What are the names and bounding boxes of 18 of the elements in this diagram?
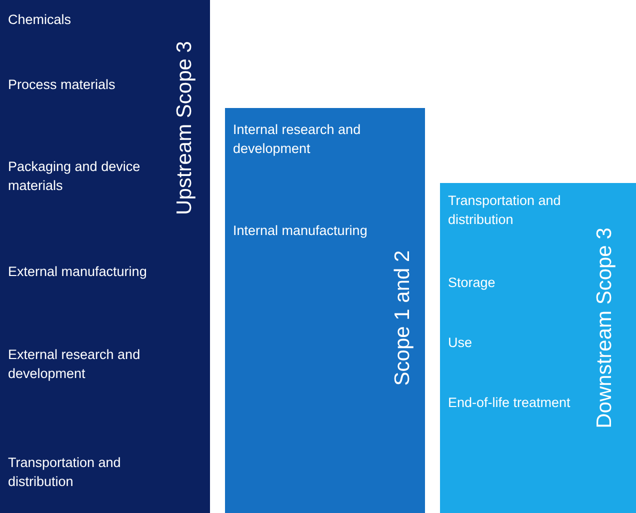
column-item: Transportation and distribution [8, 454, 122, 491]
column-title: Scope 1 and 2 [391, 250, 415, 386]
column-item: External research and development [8, 346, 142, 383]
column-item: Use [448, 334, 474, 352]
column-item: Transportation and distribution [448, 192, 562, 229]
column-item: Internal research and development [233, 121, 362, 158]
column-item: Chemicals [8, 11, 72, 29]
scope-column [440, 183, 636, 513]
column-item: Internal manufacturing [233, 222, 368, 240]
column-item: Storage [448, 274, 496, 292]
scope-column [225, 108, 425, 513]
column-title: Downstream Scope 3 [593, 228, 617, 428]
column-title: Upstream Scope 3 [173, 41, 197, 215]
column-item: Packaging and device materials [8, 158, 142, 195]
column-item: End-of-life treatment [448, 394, 572, 412]
scope-column [0, 0, 210, 513]
column-item: Process materials [8, 76, 116, 94]
column-item: External manufacturing [8, 263, 148, 281]
